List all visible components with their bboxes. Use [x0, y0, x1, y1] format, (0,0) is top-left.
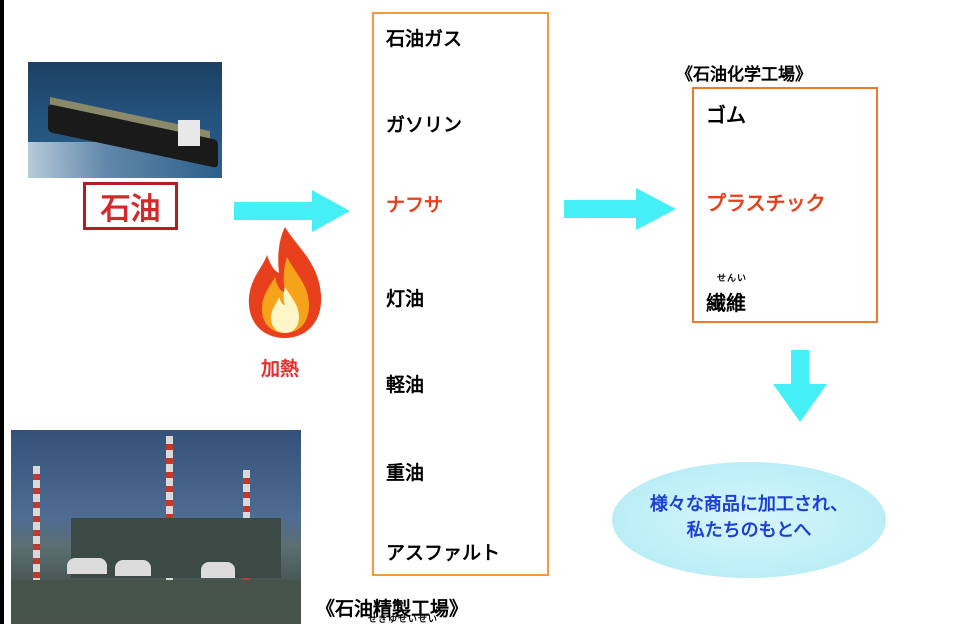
storage-tank — [67, 558, 107, 574]
chem-plant-box: ゴム プラスチック せんい 繊維 — [692, 87, 878, 323]
refinery-photo — [11, 430, 301, 624]
chimney — [166, 436, 173, 596]
result-text: 様々な商品に加工され、 私たちのもとへ — [612, 492, 886, 544]
chem-item-highlight: プラスチック — [706, 191, 826, 215]
chem-item-label: 繊維 — [706, 291, 746, 315]
arrow-right-icon — [234, 190, 350, 232]
storage-tank — [201, 562, 235, 578]
product-item: 灯油 — [386, 288, 425, 310]
chem-item-ruby: せんい — [717, 274, 748, 284]
chem-plant-title: 《石油化学工場》 — [676, 65, 812, 85]
result-ellipse — [612, 462, 886, 578]
product-item-highlight: ナフサ — [386, 194, 444, 216]
product-item: ガソリン — [386, 114, 463, 136]
tanker-photo — [28, 62, 222, 178]
arrow-down-icon — [773, 350, 827, 422]
product-item: 重油 — [386, 462, 425, 484]
product-list-box: 石油ガス ガソリン ナフサ 灯油 軽油 重油 アスファルト — [372, 12, 549, 576]
product-item: アスファルト — [386, 542, 501, 564]
result-line-2: 私たちのもとへ — [686, 520, 812, 541]
product-item: 石油ガス — [386, 28, 463, 50]
left-border — [0, 0, 4, 624]
product-item: 軽油 — [386, 374, 425, 396]
refinery-ruby: せきゆせいせい — [368, 615, 439, 625]
storage-tank — [115, 560, 151, 576]
chem-item: ゴム — [706, 103, 746, 127]
result-line-1: 様々な商品に加工され、 — [649, 494, 849, 515]
refinery-title: 《石油精製工場》 — [316, 598, 469, 620]
ground — [11, 580, 301, 624]
chem-item: せんい 繊維 — [706, 274, 746, 316]
arrow-right-icon — [564, 188, 676, 230]
tanker-bridge — [178, 120, 200, 146]
chimney — [33, 466, 40, 606]
oil-label: 石油 — [83, 182, 178, 230]
heat-label: 加熱 — [261, 358, 300, 380]
fire-icon — [248, 227, 322, 338]
